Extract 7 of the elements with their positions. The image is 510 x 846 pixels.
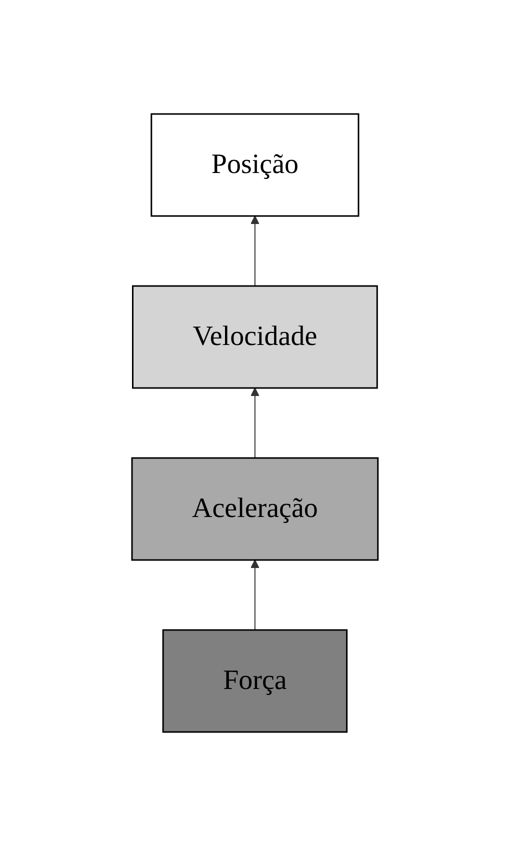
node-box: Velocidade: [132, 285, 378, 389]
node-box: Posição: [150, 113, 360, 217]
arrow: [250, 560, 260, 630]
node-box: Aceleração: [131, 457, 379, 561]
node-box: Força: [162, 629, 348, 733]
arrow: [250, 388, 260, 458]
arrow: [250, 216, 260, 286]
